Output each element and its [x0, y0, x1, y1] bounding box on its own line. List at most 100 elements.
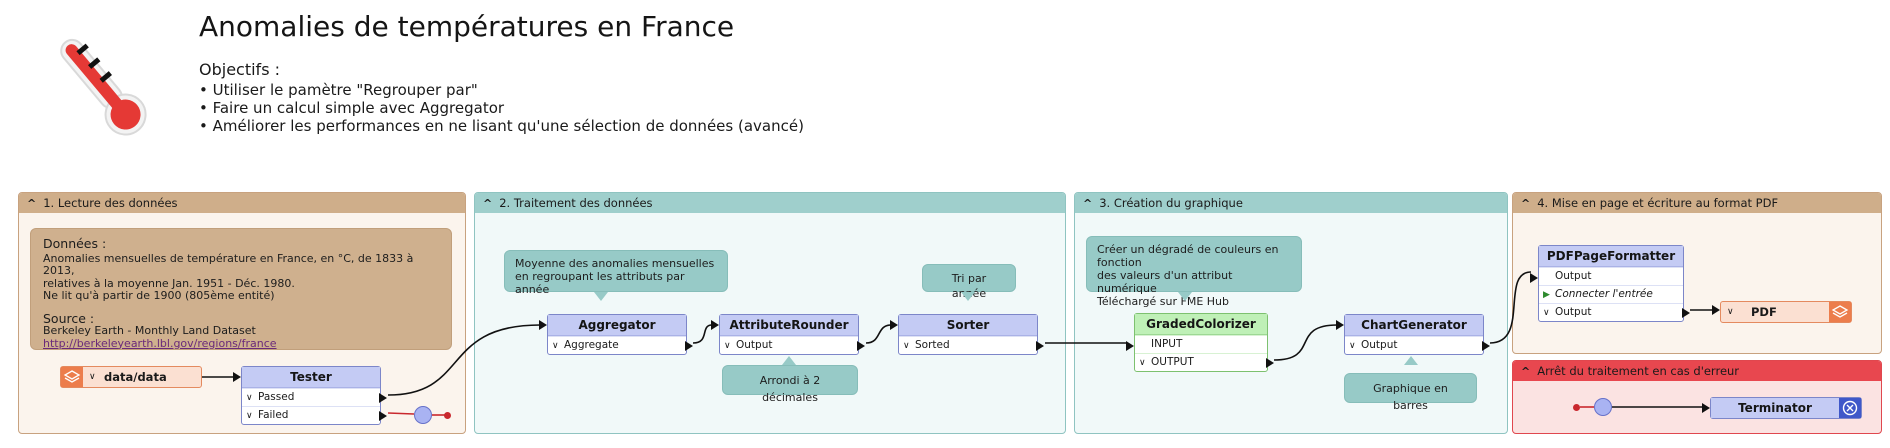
transformer-title: Terminator: [1711, 398, 1861, 418]
writer-label: PDF: [1751, 305, 1777, 319]
collapse-caret-icon[interactable]: ^: [1521, 197, 1531, 210]
port-label: INPUT: [1151, 338, 1183, 350]
annotation-chart[interactable]: Graphique en barres: [1344, 373, 1477, 412]
annotation-sorter[interactable]: Tri par année: [922, 264, 1016, 300]
chevron-down-icon[interactable]: ∨: [89, 372, 96, 382]
input-port-output[interactable]: Output: [1530, 267, 1683, 285]
transformer-title: Sorter: [899, 315, 1037, 336]
annotation-text: des valeurs d'un attribut numérique: [1097, 269, 1233, 295]
bookmark-header[interactable]: ^ 3. Création du graphique: [1075, 193, 1507, 213]
bookmark-header[interactable]: ^ Arrêt du traitement en cas d'erreur: [1513, 361, 1881, 381]
bookmark-title: Arrêt du traitement en cas d'erreur: [1537, 364, 1740, 378]
annotation-aggregator[interactable]: Moyenne des anomalies mensuelles en regr…: [504, 250, 728, 296]
annotation-text: Anomalies mensuelles de température en F…: [43, 251, 414, 277]
reader-label: data/data: [104, 370, 167, 384]
objective-item: • Utiliser le pamètre "Regrouper par": [199, 81, 478, 99]
chevron-down-icon: ∨: [724, 341, 731, 351]
output-port-failed[interactable]: ∨ Failed: [242, 406, 387, 424]
chevron-down-icon: ∨: [552, 341, 559, 351]
connection-start-icon: [1573, 404, 1580, 411]
junction-node[interactable]: [414, 406, 432, 424]
bookmark-header[interactable]: ^ 4. Mise en page et écriture au format P…: [1513, 193, 1881, 213]
port-label: Output: [1361, 339, 1398, 351]
annotation-text: Arrondi à 2 décimales: [759, 374, 821, 404]
annotation-text: Téléchargé sur FME Hub: [1097, 295, 1229, 308]
input-port-input[interactable]: INPUT: [1126, 335, 1267, 353]
transformer-aggregator[interactable]: Aggregator ∨Aggregate: [539, 314, 693, 355]
connection-end-icon: [444, 412, 451, 419]
chevron-down-icon[interactable]: ∨: [1727, 307, 1734, 317]
output-port-sorted[interactable]: ∨ Sorted: [899, 336, 1044, 354]
output-port-output[interactable]: ∨ Output: [1345, 336, 1490, 354]
annotation-donnees[interactable]: Données : Anomalies mensuelles de tempér…: [30, 228, 452, 350]
chevron-down-icon: ∨: [246, 411, 253, 421]
chevron-down-icon: ∨: [1543, 308, 1550, 318]
annotation-text: Créer un dégradé de couleurs en fonction: [1097, 243, 1279, 269]
transformer-title: Tester: [242, 367, 380, 388]
annotation-text: Graphique en barres: [1373, 382, 1448, 412]
objectives-heading: Objectifs :: [199, 60, 280, 79]
transformer-title: AttributeRounder: [720, 315, 858, 336]
output-port-output[interactable]: ∨ Output: [720, 336, 865, 354]
output-port-output[interactable]: ∨ OUTPUT: [1135, 353, 1274, 371]
port-label: OUTPUT: [1151, 356, 1194, 368]
connect-input-icon: ▶: [1543, 290, 1550, 300]
output-port-passed[interactable]: ∨ Passed: [242, 388, 387, 406]
port-label: Output: [1555, 270, 1592, 282]
bookmark-header[interactable]: ^ 1. Lecture des données: [19, 193, 465, 213]
annotation-text: Moyenne des anomalies mensuelles: [515, 257, 715, 270]
collapse-caret-icon[interactable]: ^: [27, 197, 37, 210]
transformer-title: Aggregator: [548, 315, 686, 336]
transformer-attributerounder[interactable]: AttributeRounder ∨ Output: [711, 314, 865, 355]
annotation-text: Berkeley Earth - Monthly Land Dataset: [43, 324, 256, 337]
transformer-pdfpageformatter[interactable]: PDFPageFormatter Output ▶ Connecter l'ent…: [1530, 245, 1690, 322]
chevron-down-icon: ∨: [903, 341, 910, 351]
source-link[interactable]: http://berkeleyearth.lbl.gov/regions/fra…: [43, 336, 277, 350]
port-label: Failed: [258, 409, 289, 421]
thermometer-icon: [60, 38, 147, 136]
port-label: Output: [1555, 306, 1592, 318]
layers-icon: [61, 367, 83, 387]
objective-item: • Faire un calcul simple avec Aggregator: [199, 99, 505, 117]
chevron-down-icon: ∨: [1139, 358, 1146, 368]
annotation-text: relatives à la moyenne Jan. 1951 - Déc. …: [43, 276, 295, 290]
annotation-rounder[interactable]: Arrondi à 2 décimales: [722, 365, 858, 404]
port-label: Passed: [258, 391, 295, 403]
bookmark-title: 4. Mise en page et écriture au format PD…: [1537, 196, 1779, 210]
annotation-heading: Source :: [43, 310, 95, 326]
port-label: Connecter l'entrée: [1555, 288, 1653, 300]
transformer-title: PDFPageFormatter: [1539, 246, 1683, 267]
transformer-title: GradedColorizer: [1135, 314, 1267, 335]
annotation-colorizer[interactable]: Créer un dégradé de couleurs en fonction…: [1086, 236, 1302, 308]
transformer-tester[interactable]: Tester ∨ Passed ∨ Failed: [241, 366, 387, 425]
port-label: Output: [736, 339, 773, 351]
annotation-text: Ne lit qu'à partir de 1900 (805ème entit…: [43, 289, 275, 302]
terminate-icon: [1839, 398, 1861, 418]
output-port-output[interactable]: ∨ Output: [1539, 303, 1690, 321]
output-port-aggregate[interactable]: ∨Aggregate: [548, 336, 693, 354]
page-title: Anomalies de températures en France: [199, 10, 735, 43]
annotation-text: en regroupant les attributs par année: [515, 270, 685, 296]
port-label: Sorted: [915, 339, 950, 351]
objective-item: • Améliorer les performances en ne lisan…: [199, 117, 804, 135]
collapse-caret-icon[interactable]: ^: [483, 197, 493, 210]
transformer-terminator[interactable]: Terminator: [1702, 397, 1862, 419]
chevron-down-icon: ∨: [1349, 341, 1356, 351]
input-port-connect[interactable]: ▶ Connecter l'entrée: [1539, 285, 1683, 303]
transformer-title: ChartGenerator: [1345, 315, 1483, 336]
bookmark-header[interactable]: ^ 2. Traitement des données: [475, 193, 1065, 213]
collapse-caret-icon[interactable]: ^: [1083, 197, 1093, 210]
reader-data[interactable]: ∨ data/data: [60, 366, 202, 388]
layers-icon: [1829, 302, 1851, 322]
transformer-sorter[interactable]: Sorter ∨ Sorted: [890, 314, 1044, 355]
bookmark-title: 3. Création du graphique: [1099, 196, 1243, 210]
transformer-chartgenerator[interactable]: ChartGenerator ∨ Output: [1336, 314, 1490, 355]
collapse-caret-icon[interactable]: ^: [1521, 365, 1531, 378]
bookmark-title: 1. Lecture des données: [43, 196, 178, 210]
writer-pdf[interactable]: ∨ PDF: [1720, 301, 1852, 323]
chevron-down-icon: ∨: [246, 393, 253, 403]
bookmark-title: 2. Traitement des données: [499, 196, 653, 210]
annotation-heading: Données :: [43, 236, 107, 251]
transformer-gradedcolorizer[interactable]: GradedColorizer INPUT ∨ OUTPUT: [1126, 313, 1274, 372]
junction-node[interactable]: [1594, 398, 1612, 416]
